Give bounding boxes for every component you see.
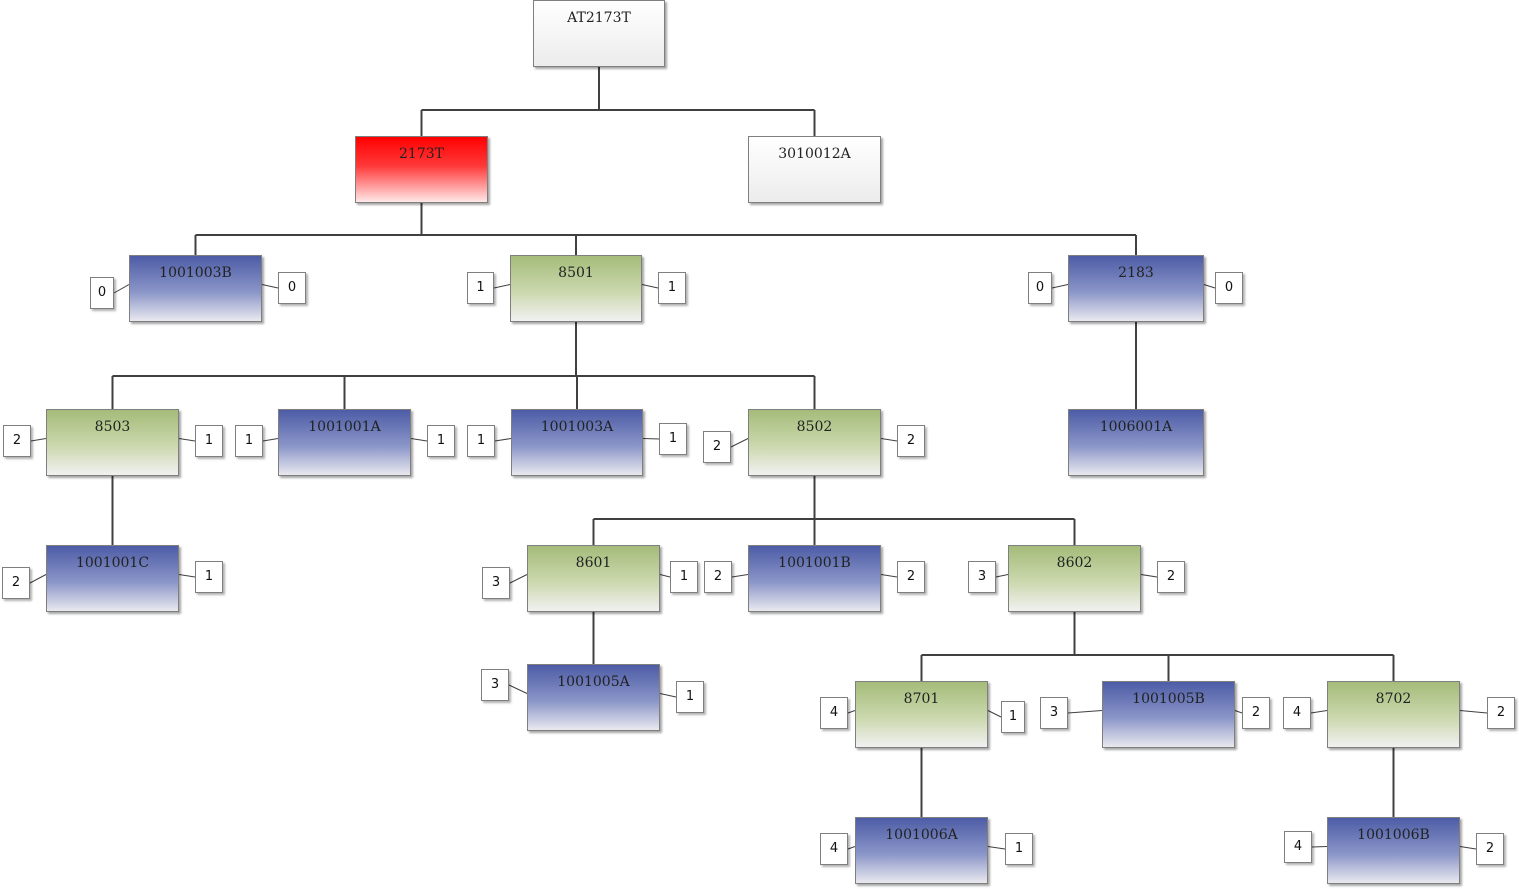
badge-1001006B-right: 2	[1476, 833, 1504, 865]
leader-n19-left	[847, 846, 856, 850]
badge-1001001B-left: 2	[704, 561, 732, 593]
node-8701[interactable]: 8701	[855, 681, 988, 748]
badge-1001001A-left: 1	[235, 425, 263, 457]
badge-1001005B-right: 2	[1242, 697, 1270, 729]
badge-8501-left: 1	[467, 272, 494, 304]
node-1001006A[interactable]: 1001006A	[855, 817, 988, 884]
badge-8602-right: 2	[1157, 561, 1185, 593]
leader-n14-left	[995, 574, 1009, 578]
node-1001006B[interactable]: 1001006B	[1327, 817, 1460, 884]
badge-8601-right: 1	[670, 561, 698, 593]
leader-n15-right	[659, 693, 677, 698]
node-8501[interactable]: 8501	[510, 255, 642, 322]
node-1001003A[interactable]: 1001003A	[511, 409, 643, 476]
badge-8503-right: 1	[195, 425, 223, 457]
node-1001005B[interactable]: 1001005B	[1102, 681, 1235, 748]
leader-n9-left	[730, 438, 749, 448]
leader-n13-left	[731, 574, 749, 578]
badge-8601-left: 3	[482, 567, 510, 599]
node-2183[interactable]: 2183	[1068, 255, 1204, 322]
leader-n4-right	[641, 284, 659, 289]
node-1001005A[interactable]: 1001005A	[527, 664, 660, 731]
node-1001001C[interactable]: 1001001C	[46, 545, 179, 612]
leader-n12-left	[509, 574, 528, 584]
leader-n11-right	[178, 574, 196, 578]
node-8502[interactable]: 8502	[748, 409, 881, 476]
badge-1001006A-left: 4	[820, 833, 848, 865]
badge-2183-left: 0	[1028, 272, 1052, 304]
leader-n13-right	[880, 574, 898, 578]
node-8503[interactable]: 8503	[46, 409, 179, 476]
leader-n3-left	[113, 284, 130, 294]
leader-n16-right	[987, 710, 1002, 718]
connector-n4	[111, 322, 816, 409]
node-8702[interactable]: 8702	[1327, 681, 1460, 748]
badge-8602-left: 3	[968, 561, 996, 593]
badge-1001003B-right: 0	[278, 272, 306, 304]
connector-n0	[420, 67, 816, 136]
leader-n18-right	[1459, 710, 1488, 714]
leader-n3-right	[261, 284, 279, 289]
leader-n18-left	[1310, 710, 1328, 714]
node-3010012A[interactable]: 3010012A	[748, 136, 881, 203]
connector-n14	[920, 612, 1395, 681]
leader-n6-left	[30, 438, 47, 442]
leader-n8-right	[642, 438, 660, 440]
node-AT2173T[interactable]: AT2173T	[533, 0, 665, 67]
badge-1001005B-left: 3	[1040, 697, 1068, 729]
badge-1001003B-left: 0	[90, 277, 114, 309]
leader-n7-right	[410, 438, 428, 442]
node-8602[interactable]: 8602	[1008, 545, 1141, 612]
node-1001003B[interactable]: 1001003B	[129, 255, 262, 322]
node-8601[interactable]: 8601	[527, 545, 660, 612]
badge-1001003A-left: 1	[467, 425, 495, 457]
leader-n6-right	[178, 438, 196, 442]
leader-n11-left	[29, 574, 47, 584]
badge-1001001A-right: 1	[427, 425, 455, 457]
leader-n5-right	[1203, 284, 1216, 289]
badge-1001005A-left: 3	[481, 669, 509, 701]
badge-1001001B-right: 2	[897, 561, 925, 593]
badge-8503-left: 2	[3, 425, 31, 457]
leader-n5-left	[1051, 284, 1069, 289]
node-1001001B[interactable]: 1001001B	[748, 545, 881, 612]
badge-2183-right: 0	[1215, 272, 1243, 304]
leader-n4-left	[493, 284, 511, 289]
badge-8502-left: 2	[703, 431, 731, 463]
node-1001001A[interactable]: 1001001A	[278, 409, 411, 476]
node-2173T[interactable]: 2173T	[355, 136, 488, 203]
leader-n17-right	[1234, 710, 1243, 714]
badge-8701-left: 4	[820, 697, 848, 729]
leader-n15-left	[508, 684, 528, 694]
badge-1001006B-left: 4	[1284, 831, 1312, 863]
badge-1001001C-left: 2	[2, 567, 30, 599]
badge-8502-right: 2	[897, 425, 925, 457]
leader-n7-left	[262, 438, 279, 442]
badge-1001006A-right: 1	[1005, 833, 1033, 865]
badge-8501-right: 1	[658, 272, 686, 304]
connector-n1	[194, 203, 1137, 255]
leader-n12-right	[659, 574, 671, 578]
badge-8701-right: 1	[1001, 701, 1025, 733]
leader-n9-right	[880, 438, 898, 442]
leader-n20-left	[1311, 846, 1328, 848]
badge-8702-right: 2	[1487, 697, 1515, 729]
leader-n17-left	[1067, 710, 1103, 714]
connector-n9	[592, 476, 1076, 545]
badge-1001001C-right: 1	[195, 561, 223, 593]
leader-n19-right	[987, 846, 1006, 850]
badge-1001003A-right: 1	[659, 423, 687, 455]
badge-8702-left: 4	[1283, 697, 1311, 729]
leader-n8-left	[494, 438, 512, 442]
node-1006001A[interactable]: 1006001A	[1068, 409, 1204, 476]
badge-1001005A-right: 1	[676, 681, 704, 713]
leader-n14-right	[1140, 574, 1158, 578]
leader-n20-right	[1459, 846, 1477, 850]
leader-n16-left	[847, 710, 856, 714]
